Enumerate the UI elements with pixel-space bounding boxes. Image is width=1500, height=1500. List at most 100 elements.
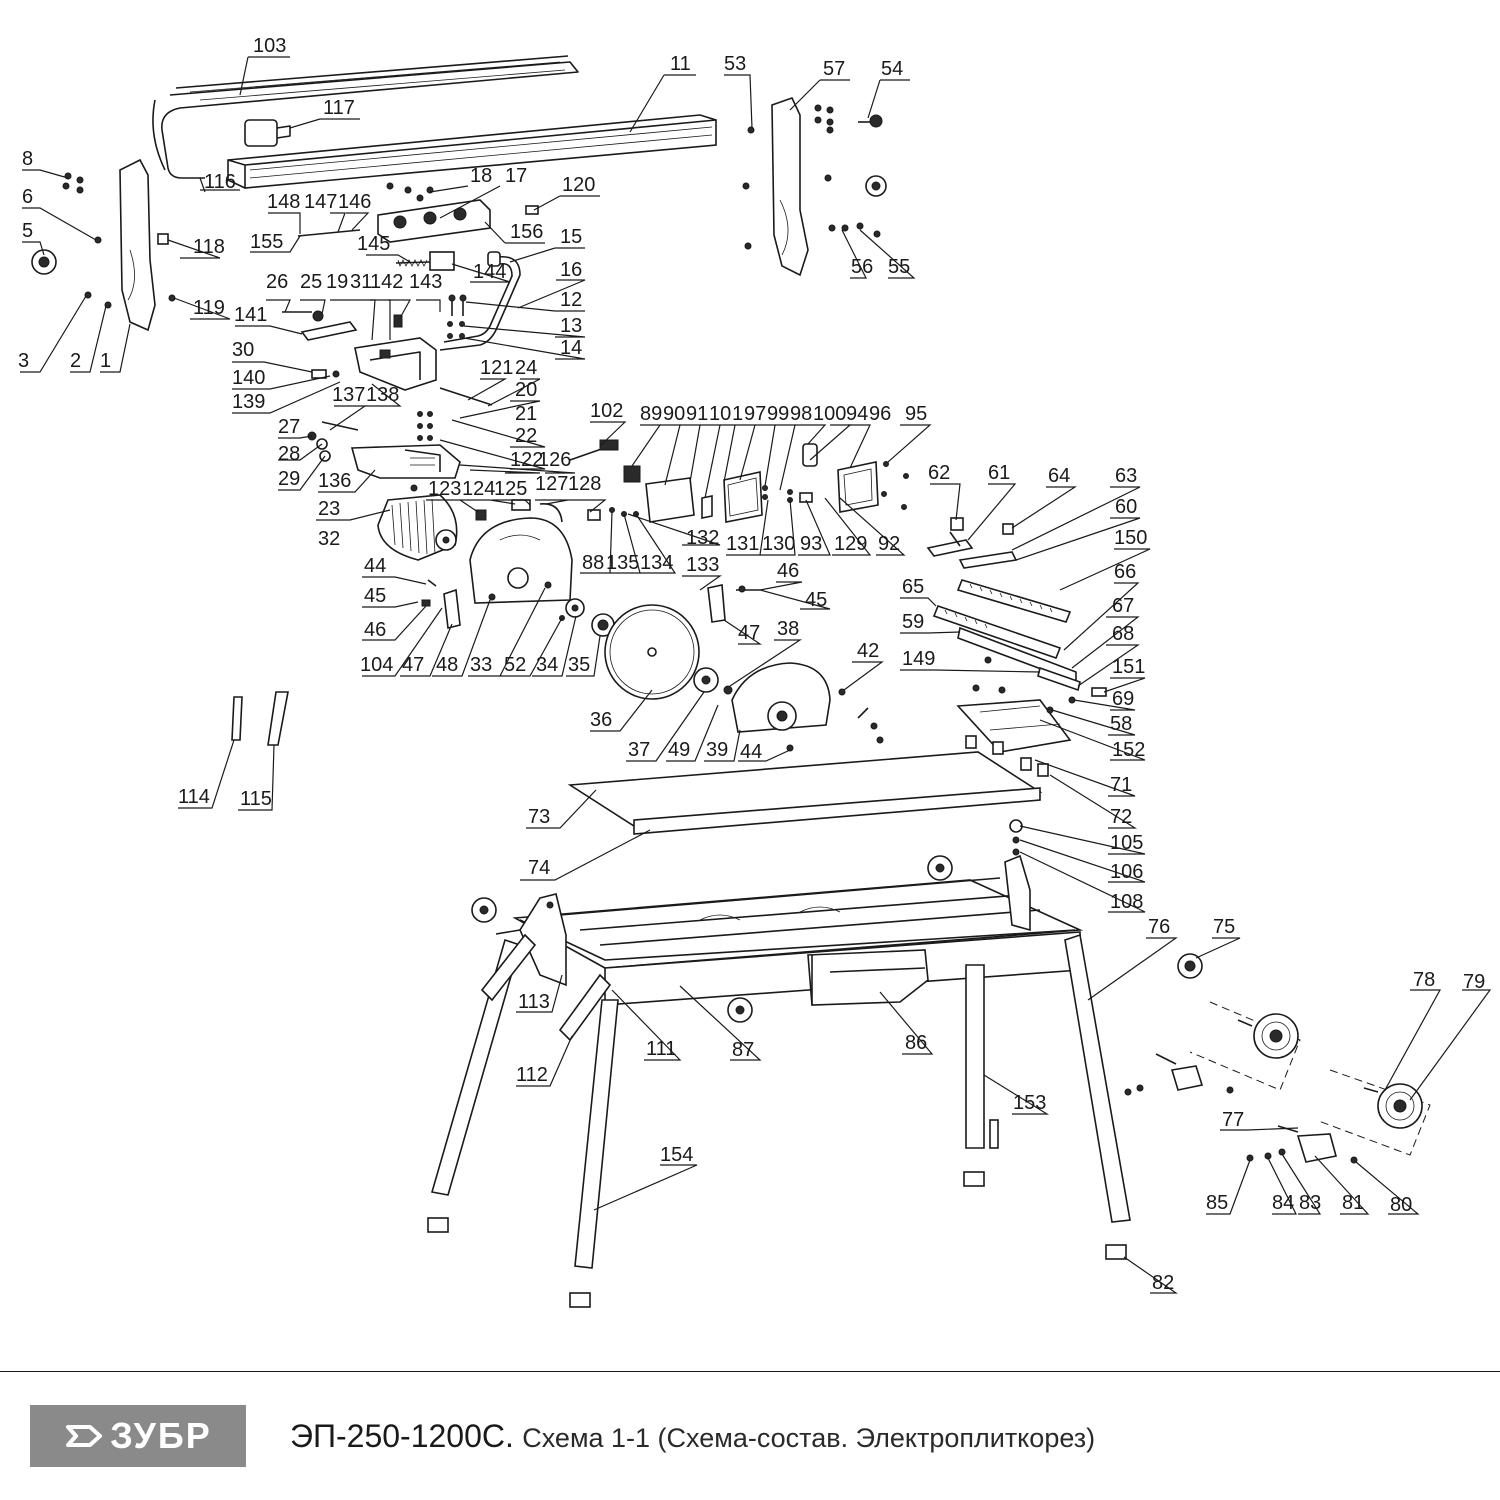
callout-38: 38	[777, 618, 799, 640]
screws-20-21-22	[417, 411, 433, 441]
stand-feet-82	[427, 1171, 1127, 1308]
callout-124: 124	[462, 478, 495, 500]
callout-141: 141	[234, 304, 267, 326]
callout-140: 140	[232, 367, 265, 389]
callout-29: 29	[278, 468, 300, 490]
bolt-54	[858, 114, 883, 128]
handle-15-16	[439, 251, 521, 351]
switch-100	[802, 443, 818, 467]
screws-12-13-14	[447, 294, 467, 339]
brand-name: ЗУБР	[110, 1415, 212, 1456]
callout-25: 25	[300, 271, 322, 293]
callout-123: 123	[428, 478, 461, 500]
callout-71: 71	[1110, 774, 1132, 796]
callout-1b: 1	[732, 403, 743, 425]
callout-54: 54	[881, 58, 903, 80]
callout-19: 19	[326, 271, 348, 293]
callout-52: 52	[504, 654, 526, 676]
callout-76: 76	[1148, 916, 1170, 938]
callout-45: 45	[364, 585, 386, 607]
frame-94	[837, 461, 879, 513]
leader-lines	[20, 56, 1492, 1294]
callout-152: 152	[1112, 739, 1145, 761]
callout-87: 87	[732, 1039, 754, 1061]
knob-75	[1177, 953, 1203, 979]
callout-83: 83	[1299, 1192, 1321, 1214]
bracket-47-right	[707, 584, 760, 623]
callout-8: 8	[22, 148, 33, 170]
callout-112: 112	[516, 1064, 548, 1086]
swing-arm-136	[350, 444, 461, 492]
callout-5: 5	[22, 220, 33, 242]
arms-114-115	[231, 691, 289, 746]
callout-147: 147	[304, 191, 337, 213]
brand-logo: ЗУБР	[30, 1405, 246, 1467]
callout-80: 80	[1390, 1194, 1412, 1216]
callout-58: 58	[1110, 713, 1132, 735]
stack-105-108	[1009, 819, 1023, 856]
saw-blade-36	[604, 604, 700, 700]
knob-5	[31, 249, 57, 275]
callout-32: 32	[318, 528, 340, 550]
callout-77: 77	[1222, 1109, 1244, 1131]
callout-36: 36	[590, 709, 612, 731]
callout-131: 131	[726, 533, 759, 555]
callout-16: 16	[560, 259, 582, 281]
callout-135: 135	[606, 552, 639, 574]
panel-97	[723, 471, 763, 523]
washer-37	[693, 667, 719, 693]
callout-151: 151	[1112, 656, 1145, 678]
callout-127: 127	[535, 473, 568, 495]
callout-128: 128	[568, 473, 601, 495]
callout-48: 48	[436, 654, 458, 676]
callout-99: 99	[767, 403, 789, 425]
callout-78: 78	[1413, 969, 1435, 991]
callout-35: 35	[568, 654, 590, 676]
feet-72	[965, 735, 1049, 777]
exploded-parts-diagram: 103 11 117 53 57 54 8 6 5 116 18 17 120 …	[18, 35, 1492, 1308]
callout-46b: 46	[364, 619, 386, 641]
callout-30: 30	[232, 339, 254, 361]
callout-153: 153	[1013, 1092, 1046, 1114]
callout-33: 33	[470, 654, 492, 676]
callout-68: 68	[1112, 623, 1134, 645]
callout-106: 106	[1110, 861, 1143, 883]
stand-knobs	[471, 855, 953, 1023]
callout-65: 65	[902, 576, 924, 598]
callout-118: 118	[193, 236, 225, 258]
callout-74: 74	[528, 857, 550, 879]
wheel-assembly-right	[1246, 1069, 1431, 1164]
callout-81: 81	[1342, 1192, 1364, 1214]
callout-129: 129	[834, 533, 867, 555]
callout-133: 133	[686, 554, 719, 576]
callout-96: 96	[869, 403, 891, 425]
callout-27: 27	[278, 416, 300, 438]
callout-117: 117	[323, 97, 355, 119]
callout-93: 93	[800, 533, 822, 555]
callout-79: 79	[1463, 971, 1485, 993]
ruler-65	[932, 604, 1062, 660]
head-casting-19	[354, 337, 437, 391]
callout-132: 132	[686, 527, 719, 549]
callout-20: 20	[515, 379, 537, 401]
callout-103: 103	[253, 35, 286, 57]
switch-small-parts	[609, 461, 909, 517]
model-number: ЭП-250-1200С.	[290, 1418, 514, 1454]
callout-130: 130	[762, 533, 795, 555]
callout-94: 94	[846, 403, 868, 425]
callout-111: 111	[646, 1038, 676, 1060]
callout-24: 24	[515, 357, 537, 379]
tray-86	[807, 949, 929, 1006]
brand-arrow-icon	[66, 1425, 103, 1447]
table-plate-74	[633, 787, 1041, 835]
scheme-description: Схема 1-1 (Схема-состав. Электроплиткоре…	[522, 1423, 1096, 1453]
callout-47b: 47	[402, 654, 424, 676]
callout-85: 85	[1206, 1192, 1228, 1214]
small-part-151-69-58	[1046, 687, 1107, 714]
document-caption: ЭП-250-1200С. Схема 1-1 (Схема-состав. Э…	[290, 1418, 1095, 1455]
callout-66: 66	[1114, 561, 1136, 583]
blade-guard-39	[723, 662, 846, 752]
callout-137: 137	[332, 384, 365, 406]
wheel-assembly-left	[1124, 1001, 1301, 1096]
stand-right-bracket	[1004, 854, 1031, 932]
